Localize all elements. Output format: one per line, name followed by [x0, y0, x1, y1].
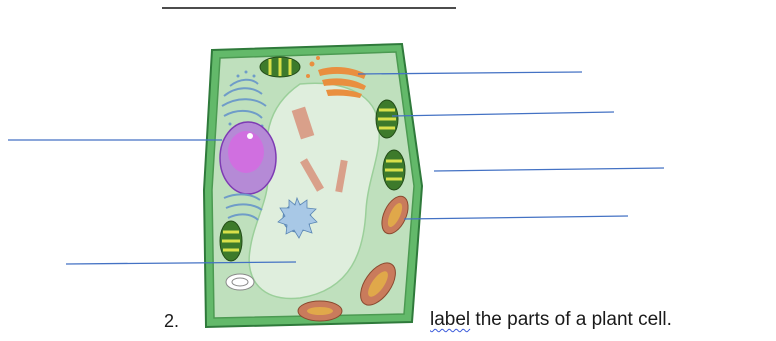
question-instruction: label the parts of a plant cell.: [430, 309, 672, 331]
chloroplast-icon: [383, 150, 405, 190]
mitochondrion-icon: [298, 301, 342, 321]
vesicle-icon: [226, 274, 254, 290]
chloroplast-icon: [376, 100, 398, 138]
chloroplast-icon: [260, 57, 300, 77]
label-line-chloroplast: [392, 112, 614, 116]
label-line-mitochondrion: [404, 216, 628, 219]
nucleus-icon: [220, 122, 276, 194]
spellcheck-word: label: [430, 309, 470, 330]
label-line-cell-wall: [434, 168, 664, 171]
question-number: 2.: [164, 311, 179, 332]
instruction-text: the parts of a plant cell.: [470, 309, 672, 330]
chloroplast-icon: [220, 221, 242, 261]
